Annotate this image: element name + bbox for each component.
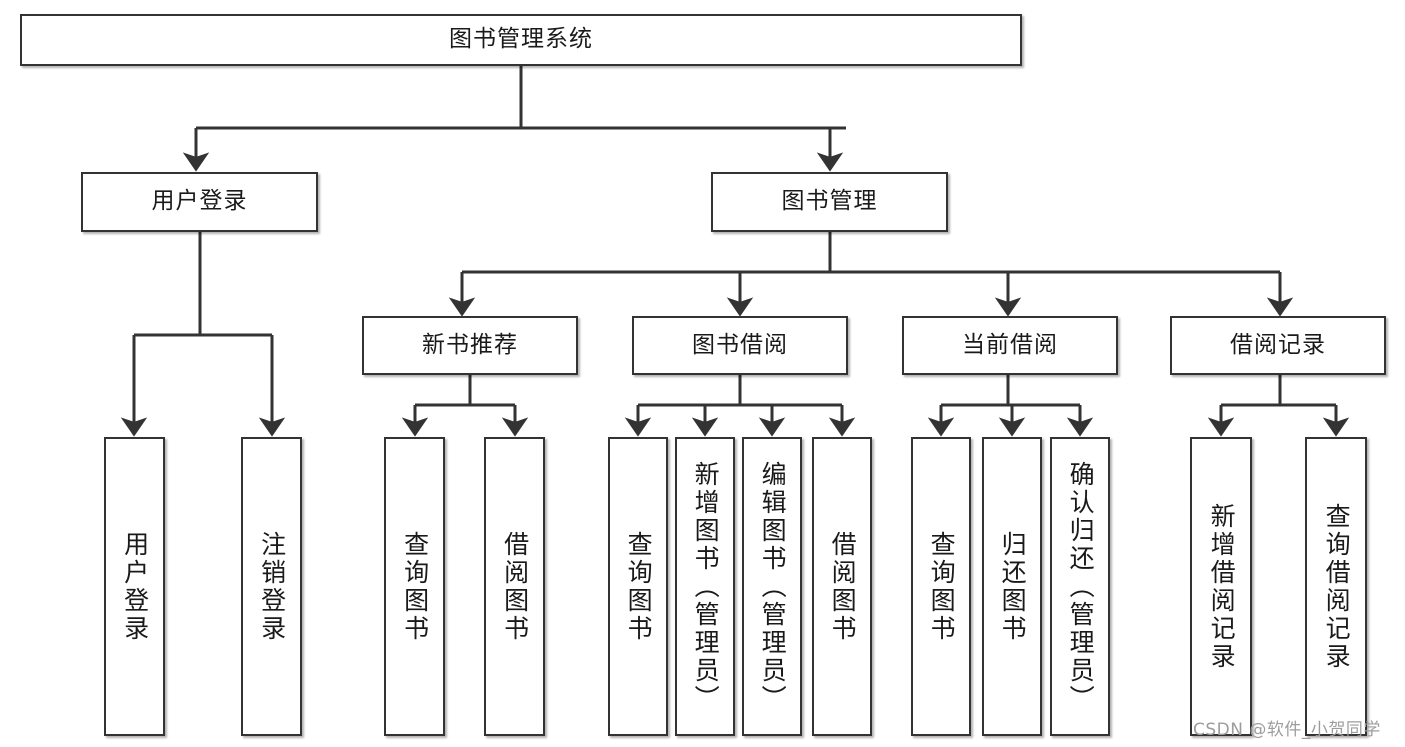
node-user-login-label: 用户登录	[151, 188, 248, 215]
leaf-borrow-add-book-label: 新增图书（管理员）	[691, 460, 721, 713]
leaf-borrow-borrow-book-label: 借阅图书	[828, 530, 858, 643]
leaf-borrow-edit-book-label: 编辑图书（管理员）	[758, 460, 788, 713]
node-book-borrow[interactable]: 图书借阅	[632, 316, 848, 375]
leaf-recommend-borrow-book[interactable]: 借阅图书	[484, 437, 545, 736]
leaf-current-return-book[interactable]: 归还图书	[982, 437, 1042, 736]
csdn-watermark: CSDN @软件_小贺同学	[1193, 720, 1381, 740]
leaf-record-query-record-label: 查询借阅记录	[1322, 502, 1352, 671]
leaf-record-add-record[interactable]: 新增借阅记录	[1190, 437, 1252, 736]
node-current-borrow[interactable]: 当前借阅	[902, 316, 1118, 375]
leaf-recommend-query-book[interactable]: 查询图书	[384, 437, 445, 736]
node-current-borrow-label: 当前借阅	[962, 331, 1058, 358]
node-book-manage[interactable]: 图书管理	[711, 172, 948, 232]
leaf-user-login-label: 用户登录	[120, 530, 150, 643]
node-borrow-record[interactable]: 借阅记录	[1170, 316, 1386, 375]
leaf-current-confirm-return[interactable]: 确认归还（管理员）	[1050, 437, 1110, 736]
node-root[interactable]: 图书管理系统	[20, 14, 1022, 66]
leaf-user-logout[interactable]: 注销登录	[241, 437, 302, 736]
node-new-book-recommend[interactable]: 新书推荐	[362, 316, 578, 375]
leaf-user-logout-label: 注销登录	[257, 530, 287, 643]
leaf-recommend-borrow-book-label: 借阅图书	[500, 530, 530, 643]
node-book-borrow-label: 图书借阅	[692, 331, 788, 358]
leaf-recommend-query-book-label: 查询图书	[400, 530, 430, 643]
node-new-book-recommend-label: 新书推荐	[422, 331, 518, 358]
leaf-borrow-query-book-label: 查询图书	[624, 530, 654, 643]
node-borrow-record-label: 借阅记录	[1230, 331, 1326, 358]
leaf-borrow-edit-book[interactable]: 编辑图书（管理员）	[742, 437, 802, 736]
leaf-user-login[interactable]: 用户登录	[104, 437, 165, 736]
leaf-borrow-add-book[interactable]: 新增图书（管理员）	[675, 437, 735, 736]
leaf-record-add-record-label: 新增借阅记录	[1207, 502, 1237, 671]
leaf-current-confirm-return-label: 确认归还（管理员）	[1066, 460, 1096, 713]
leaf-current-query-book-label: 查询图书	[927, 530, 957, 643]
node-root-label: 图书管理系统	[449, 26, 593, 53]
leaf-borrow-borrow-book[interactable]: 借阅图书	[812, 437, 872, 736]
leaf-current-return-book-label: 归还图书	[998, 530, 1028, 643]
leaf-record-query-record[interactable]: 查询借阅记录	[1305, 437, 1367, 736]
leaf-borrow-query-book[interactable]: 查询图书	[608, 437, 668, 736]
node-user-login[interactable]: 用户登录	[81, 172, 318, 232]
leaf-current-query-book[interactable]: 查询图书	[911, 437, 971, 736]
node-book-manage-label: 图书管理	[781, 188, 878, 215]
